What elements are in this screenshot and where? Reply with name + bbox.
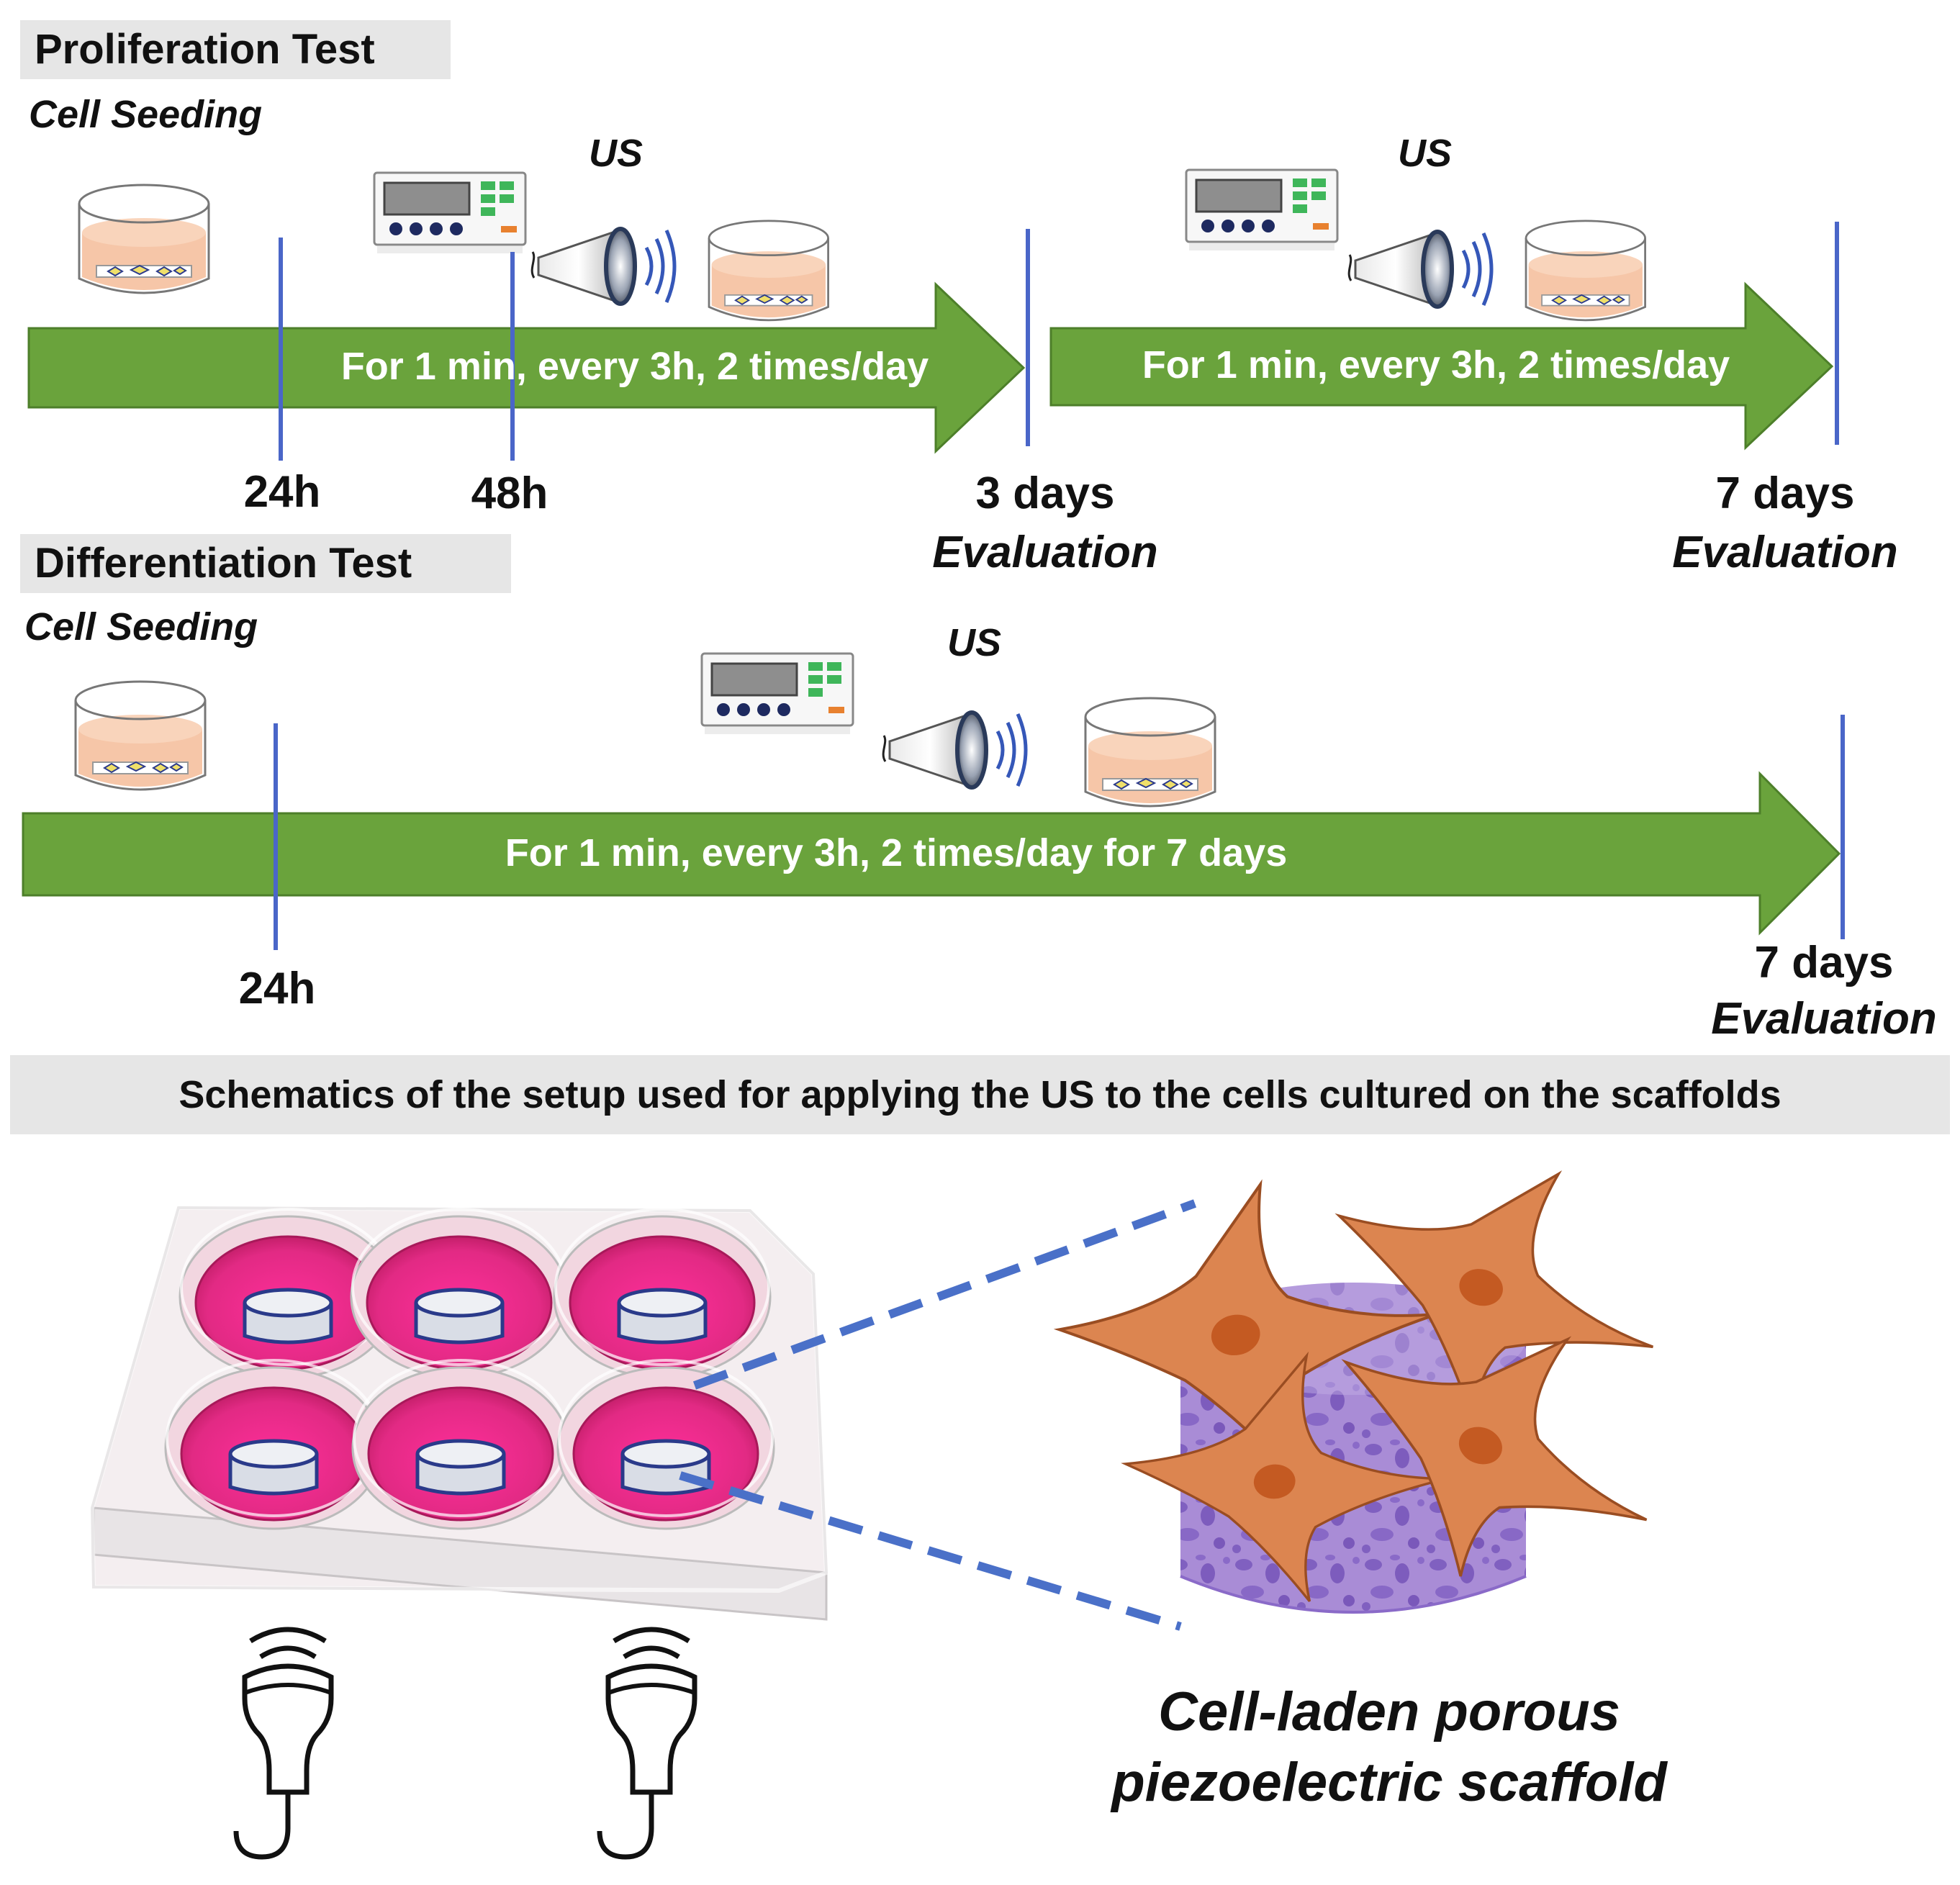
us-transducer-icon [883,713,1026,787]
proliferation-arrow-2 [1049,281,1834,451]
tick-label-24h: 24h [243,467,321,517]
proliferation-arrow-text-2: For 1 min, every 3h, 2 times/day [1142,343,1730,387]
proliferation-cell-seeding-label: Cell Seeding [29,93,263,136]
differentiation-arrow-text: For 1 min, every 3h, 2 times/day for 7 d… [505,831,1288,874]
proliferation-arrow-1 [27,281,1026,454]
us-generator-icon [373,171,527,255]
tick-label-48h: 48h [471,469,548,518]
evaluation-label-7days: Evaluation [1711,994,1937,1044]
differentiation-us-label: US [947,621,1002,664]
proliferation-test-title: Proliferation Test [20,20,451,79]
us-generator-icon [700,652,854,736]
seeding-dish-icon [78,184,210,294]
scaffold-label-line-2: piezoelectric scaffold [1111,1752,1667,1813]
culture-dish-icon [1525,220,1646,322]
differentiation-test-title: Differentiation Test [20,534,511,593]
proliferation-arrow-text-1: For 1 min, every 3h, 2 times/day [340,345,929,388]
proliferation-us-label-1: US [589,132,643,175]
differentiation-cell-seeding-label: Cell Seeding [24,605,258,648]
tick-label-24h: 24h [238,964,316,1013]
zoom-dash-bottom [679,1471,1182,1631]
scaffold-label-line-1: Cell-laden porous [1158,1681,1620,1742]
us-generator-icon [1185,168,1339,252]
tick-label-3days: 3 days [975,469,1115,518]
evaluation-label-3days: Evaluation [932,528,1158,577]
us-transducer-icon [1349,232,1491,307]
seeding-dish-icon [74,680,207,791]
proliferation-us-label-2: US [1398,132,1453,175]
us-transducer-icon [532,229,674,304]
differentiation-arrow [22,771,1841,936]
evaluation-label-7days: Evaluation [1672,528,1898,577]
zoom-dash-top [692,1199,1197,1390]
setup-caption: Schematics of the setup used for applyin… [10,1055,1950,1134]
culture-dish-icon [1084,697,1216,808]
culture-dish-icon [708,220,829,322]
scaffold-label: Cell-laden porous piezoelectric scaffold [1065,1677,1713,1818]
us-probe-icon [600,1629,695,1857]
tick-label-7days: 7 days [1715,469,1855,518]
tick-label-7days: 7 days [1754,938,1894,987]
us-probe-icon [236,1629,331,1857]
